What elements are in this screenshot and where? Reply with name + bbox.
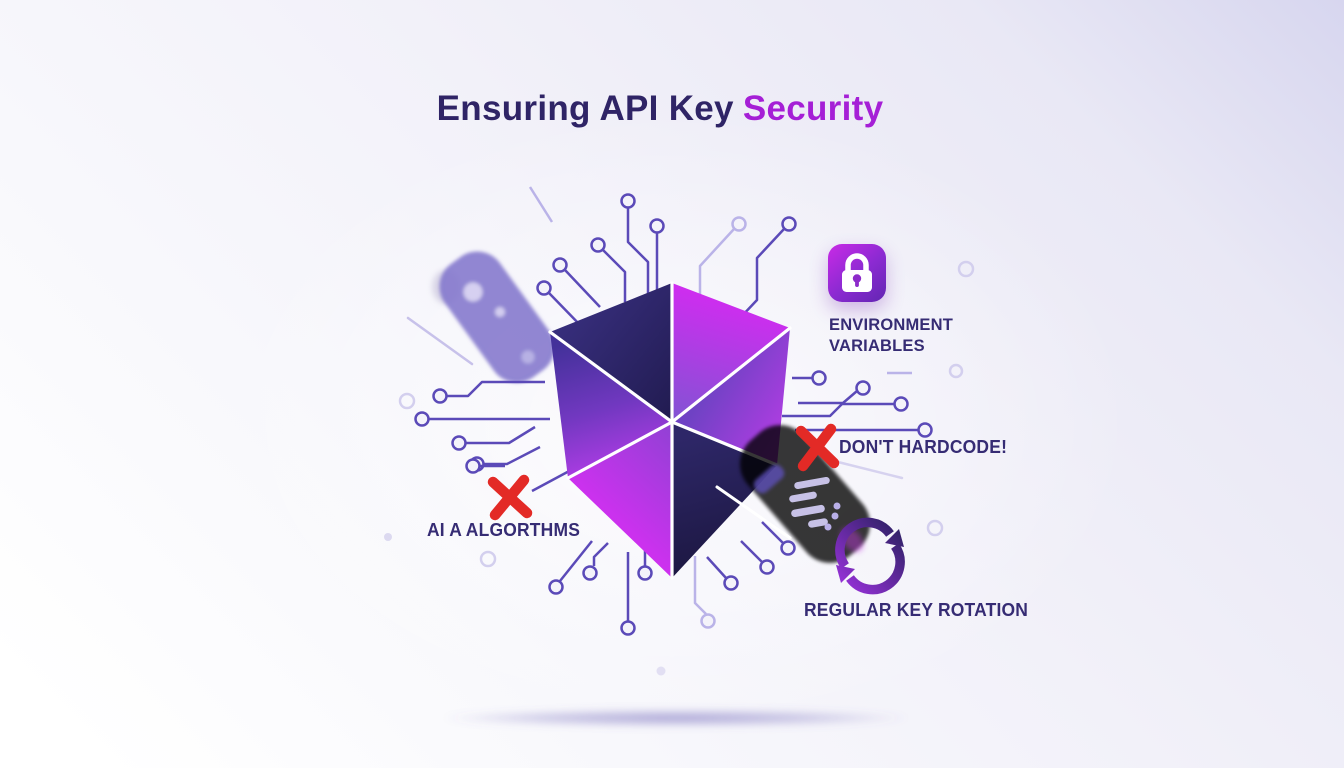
streak-lines <box>715 460 904 540</box>
shield-graphic <box>548 281 792 580</box>
env-variables-label: ENVIRONMENT VARIABLES <box>829 314 953 356</box>
x-mark-icon <box>795 423 840 472</box>
blurred-key-right <box>739 425 871 563</box>
title-highlight: Security <box>742 89 884 129</box>
env-variables-line2: VARIABLES <box>829 336 925 355</box>
lock-icon <box>828 244 886 302</box>
key-rotation-label: REGULAR KEY ROTATION <box>804 600 1029 620</box>
circuit-traces <box>384 186 975 676</box>
rotation-arrows-icon <box>835 517 905 595</box>
ground-shadow <box>441 709 911 727</box>
dont-hardcode-label: DON'T HARDCODE! <box>839 437 1008 457</box>
blurred-key-left <box>406 251 555 383</box>
title-text: Ensuring API Key <box>436 89 734 129</box>
padlock-glyph <box>842 253 872 292</box>
ai-algorithms-label: AI A ALGORTHMS <box>427 520 581 540</box>
x-mark-icon <box>487 474 533 521</box>
env-variables-line1: ENVIRONMENT <box>829 315 953 334</box>
